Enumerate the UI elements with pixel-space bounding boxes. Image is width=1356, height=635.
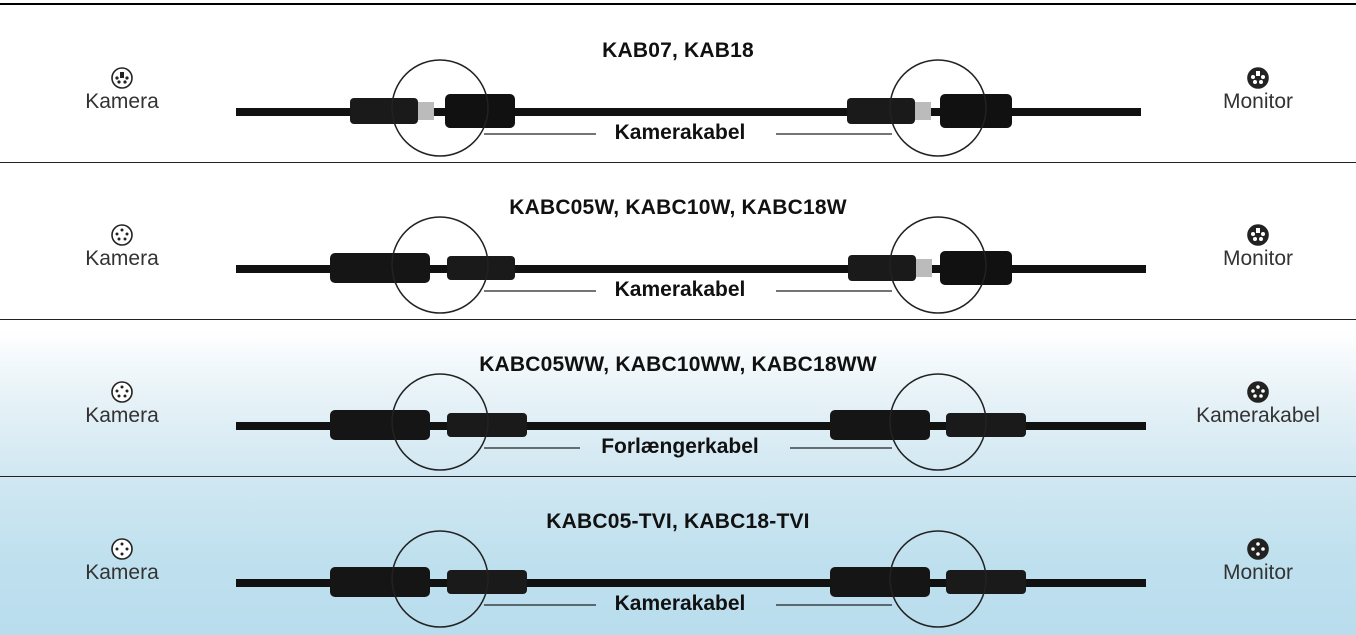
left-end: Kamera [62,223,182,270]
row-divider [0,476,1356,477]
left-end: Kamera [62,380,182,427]
plug-pins [916,259,932,277]
connector-4pin-filled-icon [1247,538,1269,560]
cable-caption: Kamerakabel [614,121,746,144]
connector-5pin-icon [111,224,133,246]
cable-row: KABC05WW, KABC10WW, KABC18WW Kamera Kame… [0,320,1356,477]
left-end: Kamera [62,66,182,113]
cable-socket [830,567,930,597]
right-end: Kamerakabel [1168,380,1348,427]
cable-socket [330,253,430,283]
cable-plug [447,256,515,280]
cable-line [236,579,1146,587]
zoom-circle [889,59,987,157]
left-end-label: Kamera [85,90,159,113]
plug-pins [418,102,434,120]
cable-line [236,108,1141,116]
zoom-circle [391,530,489,628]
right-end-label: Monitor [1222,247,1294,270]
cable-line [236,265,1146,273]
right-end-label: Monitor [1222,561,1294,584]
cable-line [236,422,1146,430]
zoom-circle [391,216,489,314]
cable-plug [848,255,916,281]
connector-5pin-filled-icon [1247,381,1269,403]
cable-title: KAB07, KAB18 [602,39,754,62]
zoom-circle [889,216,987,314]
cable-row: KAB07, KAB18 Kamera Monitor Kamerakabel [0,6,1356,163]
right-end-label: Kamerakabel [1196,404,1320,427]
connector-5pin-icon [111,381,133,403]
plug-pins [915,102,931,120]
cable-socket [445,94,515,128]
cable-row: KABC05-TVI, KABC18-TVI Kamera Monitor Ka… [0,477,1356,634]
left-end-label: Kamera [85,561,159,584]
left-end-label: Kamera [85,247,159,270]
right-end: Monitor [1168,66,1348,113]
cable-row: KABC05W, KABC10W, KABC18W Kamera Monitor… [0,163,1356,320]
left-end: Kamera [62,537,182,584]
cable-drawing [236,530,1146,628]
left-end-label: Kamera [85,404,159,427]
cable-socket [940,94,1012,128]
cable-title: KABC05W, KABC10W, KABC18W [509,196,847,219]
cable-plug [847,98,915,124]
cable-plug [447,413,527,437]
mini-din-4pin-filled-icon [1247,224,1269,246]
zoom-circle [391,373,489,471]
top-rule [0,3,1356,5]
cable-drawing [236,373,1146,471]
cable-caption: Kamerakabel [614,278,746,301]
zoom-circle [391,59,489,157]
cable-drawing [236,216,1146,314]
right-end: Monitor [1168,537,1348,584]
right-end-label: Monitor [1222,90,1294,113]
cable-socket [330,567,430,597]
cable-title: KABC05-TVI, KABC18-TVI [546,510,810,533]
cable-plug [350,98,418,124]
cable-socket [830,410,930,440]
cable-caption: Kamerakabel [614,592,746,615]
cable-title: KABC05WW, KABC10WW, KABC18WW [479,353,877,376]
mini-din-4pin-icon [111,67,133,89]
cable-socket [940,251,1012,285]
zoom-circle [889,530,987,628]
cable-drawing [236,59,1141,157]
cable-caption: Forlængerkabel [601,435,759,458]
right-end: Monitor [1168,223,1348,270]
cable-socket [330,410,430,440]
row-divider [0,319,1356,320]
zoom-circle [889,373,987,471]
mini-din-4pin-filled-icon [1247,67,1269,89]
row-divider [0,162,1356,163]
connector-4pin-icon [111,538,133,560]
cable-plug [447,570,527,594]
